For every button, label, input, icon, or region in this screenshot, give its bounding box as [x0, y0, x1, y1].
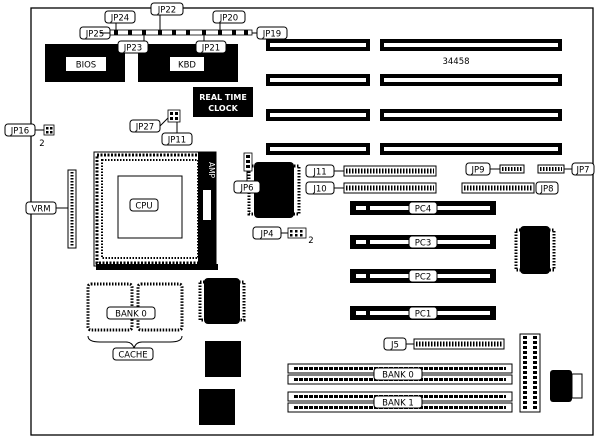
cache-label: CACHE: [118, 351, 147, 361]
jp27-pins: [167, 109, 181, 123]
rtc-chip: [193, 87, 253, 117]
j11-connector: [343, 165, 437, 177]
jp21-label: JP21: [201, 44, 220, 54]
j10-label: J10: [312, 185, 326, 195]
simm-bank1-label: BANK 1: [382, 399, 414, 409]
jp27-label: JP27: [135, 123, 154, 133]
pci-slot-3-label: PC3: [415, 239, 431, 249]
top-jumper-strip: [91, 29, 253, 36]
bios-label: BIOS: [76, 61, 96, 71]
jp22-jumper[interactable]: [150, 2, 184, 16]
socket-brand: AMP: [207, 162, 216, 179]
isa-slots: [266, 39, 562, 155]
pci-slot-2[interactable]: [408, 269, 438, 283]
j10-connector: [343, 182, 437, 194]
pci-slot-4[interactable]: [408, 201, 438, 215]
pci-slot-1-label: PC1: [415, 310, 431, 320]
jp16-pins: [43, 124, 55, 136]
jp21-jumper[interactable]: [195, 40, 227, 54]
cpu-label: CPU: [135, 202, 152, 212]
pci-slot-2-label: PC2: [415, 273, 431, 283]
jp6-label: JP6: [239, 184, 253, 194]
jp25-label: JP25: [85, 30, 104, 40]
chipset-1: [254, 162, 294, 218]
keyboard-connector: [550, 370, 572, 402]
jp16-label: JP16: [10, 127, 29, 137]
jp24-label: JP24: [110, 14, 129, 24]
simm-bank1-box[interactable]: [373, 395, 423, 409]
cache-bank0-box[interactable]: [106, 306, 156, 320]
j8-label: JP8: [539, 185, 553, 195]
chip-c: [199, 389, 235, 425]
cache-label-box[interactable]: [112, 347, 154, 361]
rtc-label-1: REAL TIME: [199, 93, 247, 102]
jp11-label: JP11: [167, 136, 186, 146]
j11-label: J11: [312, 168, 326, 178]
jp24-jumper[interactable]: [104, 10, 136, 24]
pci-slot-3[interactable]: [408, 235, 438, 249]
simm-bank0-box[interactable]: [373, 367, 423, 381]
cache-bank0-label: BANK 0: [115, 310, 147, 320]
jp20-jumper[interactable]: [212, 10, 246, 24]
jp19-label: JP19: [262, 30, 281, 40]
chip-a: [204, 278, 240, 324]
jp23-jumper[interactable]: [117, 40, 149, 54]
j7-label: JP7: [575, 166, 589, 176]
simm-bank0-label: BANK 0: [382, 371, 414, 381]
j9-label: JP9: [470, 166, 484, 176]
j5-label: J5: [390, 341, 399, 351]
vrm-label: VRM: [31, 205, 50, 215]
j7-connector: [537, 164, 565, 174]
jp4-pins: [287, 227, 307, 239]
jp23-label: JP23: [123, 44, 142, 54]
jp4-pin-label: 2: [308, 236, 313, 246]
chip-b: [205, 341, 241, 377]
pci-slot-1[interactable]: [408, 306, 438, 320]
jp20-label: JP20: [219, 14, 238, 24]
chipset-2: [520, 226, 550, 274]
rtc-label-2: CLOCK: [208, 104, 238, 113]
jp4-label: JP4: [259, 230, 273, 240]
cpu-label-box[interactable]: [129, 198, 159, 212]
kbd-label: KBD: [178, 61, 196, 71]
jp16-pin-label: 2: [39, 139, 44, 149]
jp22-label: JP22: [157, 6, 176, 16]
board-number: 34458: [442, 57, 469, 67]
j8-label-box[interactable]: [535, 181, 559, 195]
pci-slot-4-label: PC4: [415, 205, 431, 215]
